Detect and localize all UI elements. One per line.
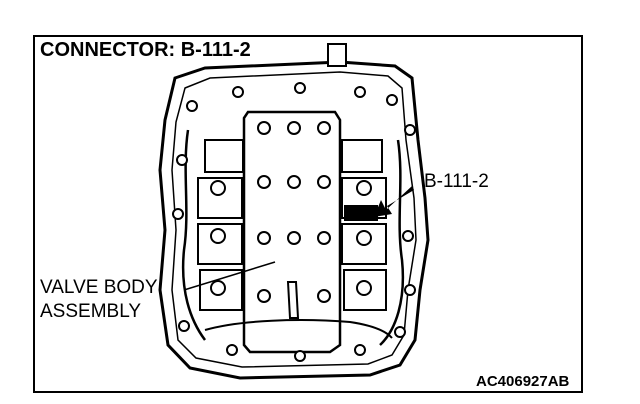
wire-harness-bottom <box>204 319 393 339</box>
valve-body-leader <box>183 261 276 291</box>
plate-bolts <box>257 121 331 303</box>
figure-code: AC406927AB <box>476 373 570 390</box>
valve-body-callout: VALVE BODY ASSEMBLY <box>40 276 158 324</box>
case-inner-outline <box>171 71 417 368</box>
left-solenoids <box>197 139 244 311</box>
manual-valve <box>286 281 300 319</box>
figure-title: CONNECTOR: B-111-2 <box>40 40 255 62</box>
right-solenoids <box>341 139 387 311</box>
top-boss <box>327 43 347 67</box>
case-outline <box>158 60 430 380</box>
valve-body-callout-line2: ASSEMBLY <box>40 301 142 322</box>
figure-frame <box>33 35 583 393</box>
connector-arrow <box>374 186 414 217</box>
valve-body-callout-line1: VALVE BODY <box>40 277 158 298</box>
connector-callout: B-111-2 <box>424 171 489 192</box>
wire-harness-right <box>379 139 405 346</box>
connector-b-111-2 <box>344 205 378 221</box>
case-bolts <box>172 82 416 362</box>
